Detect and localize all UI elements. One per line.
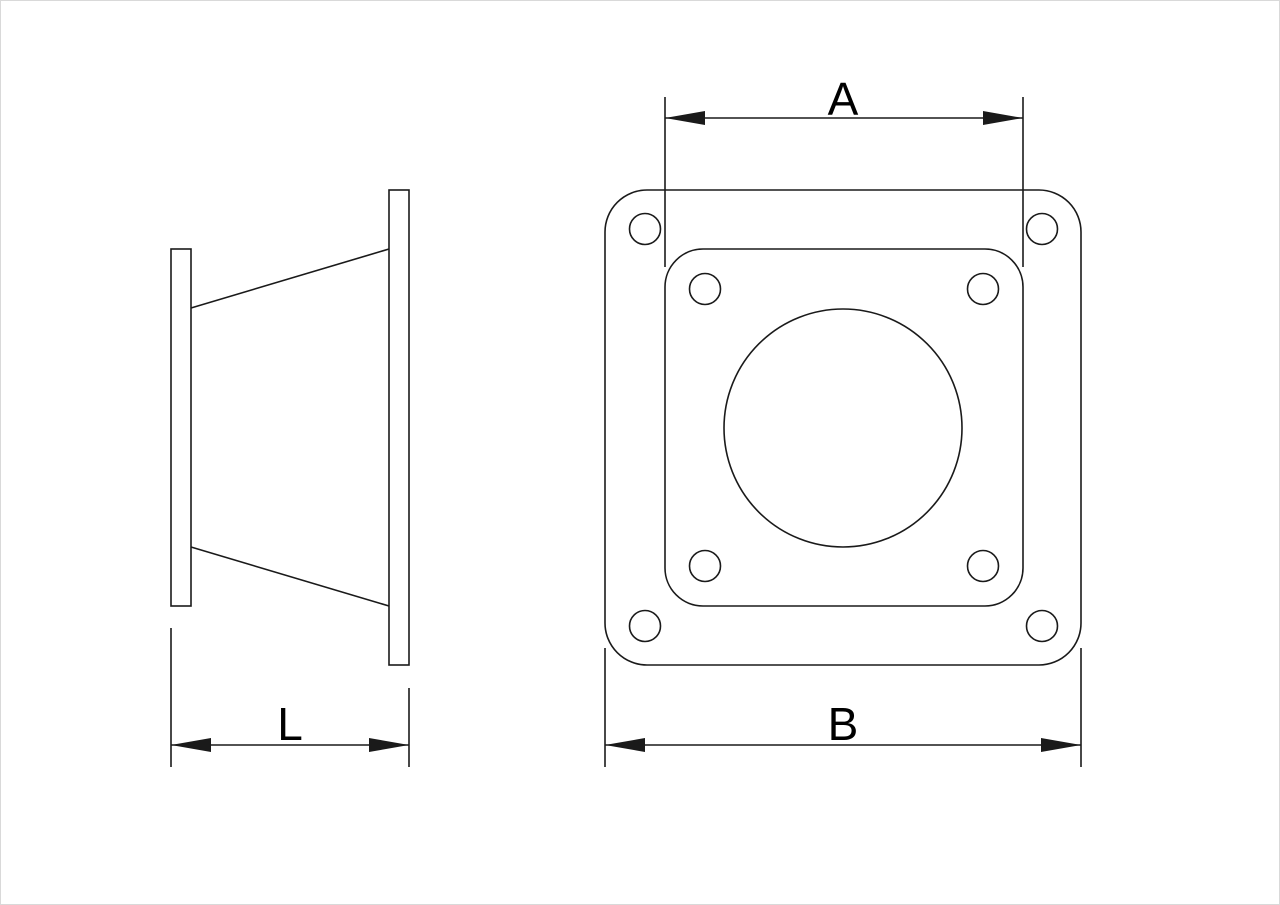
inner-bolt-hole-bottom-right bbox=[966, 549, 1000, 583]
dimension-l bbox=[170, 628, 410, 767]
dimension-label-l: L bbox=[277, 698, 303, 750]
outer-bolt-hole-bottom-right bbox=[1025, 609, 1059, 643]
outer-flange-plate bbox=[604, 189, 1082, 666]
cone-top-edge bbox=[190, 248, 390, 309]
dimension-label-b: B bbox=[828, 698, 859, 750]
large-flange bbox=[388, 189, 410, 666]
outer-bolt-hole-top-right bbox=[1025, 212, 1059, 246]
small-flange bbox=[170, 248, 192, 607]
inner-bolt-hole-top-right bbox=[966, 272, 1000, 306]
dimension-label-a: A bbox=[828, 73, 859, 125]
inner-bolt-hole-bottom-left bbox=[688, 549, 722, 583]
center-bore bbox=[723, 308, 963, 548]
cone-bottom-edge bbox=[190, 546, 390, 607]
inner-flange-plate bbox=[664, 248, 1024, 607]
side-view bbox=[170, 189, 410, 666]
dimension-b bbox=[604, 648, 1082, 767]
outer-bolt-hole-bottom-left bbox=[628, 609, 662, 643]
front-view bbox=[604, 189, 1082, 666]
outer-bolt-hole-top-left bbox=[628, 212, 662, 246]
dimension-a bbox=[664, 97, 1024, 267]
inner-bolt-hole-top-left bbox=[688, 272, 722, 306]
